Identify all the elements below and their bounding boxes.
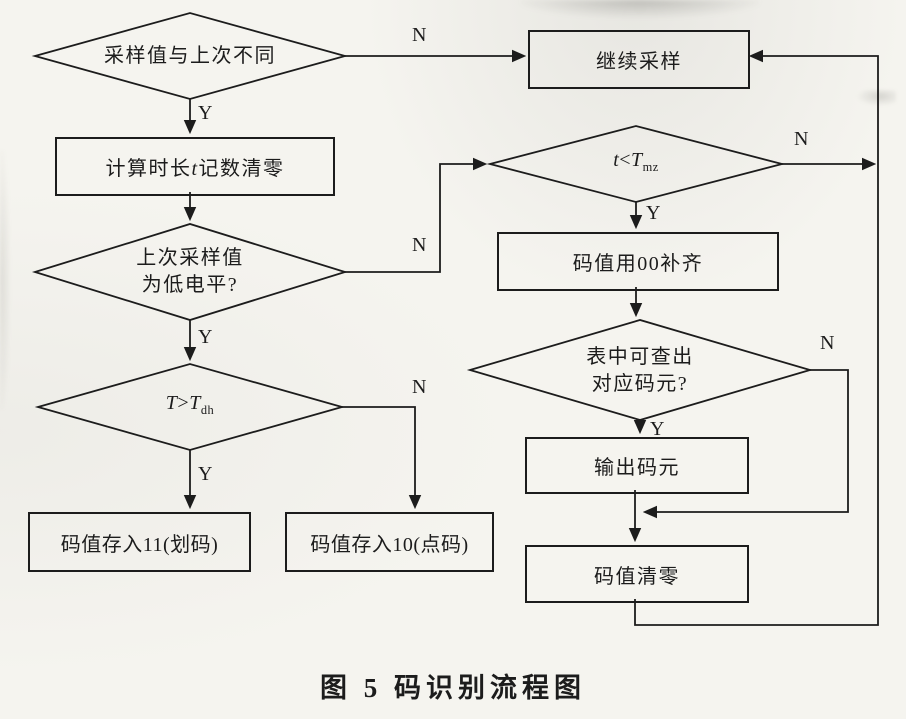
- edge-clear-loop-to-continue: [634, 49, 879, 626]
- decision-t-greater-tdh-text: T>Tdh: [166, 390, 214, 424]
- process-continue-sampling: 继续采样: [528, 30, 750, 89]
- decision-sample-differs-text: 采样值与上次不同: [104, 44, 276, 67]
- decision-t-less-tmz-label: t<Tmz: [520, 149, 752, 179]
- edge-label-n-last-sample: N: [412, 234, 427, 256]
- process-clear-code: 码值清零: [525, 545, 749, 603]
- edge-last-sample-no-to-tmz: [345, 157, 488, 273]
- tdh-var-T1: T: [165, 392, 178, 414]
- tdh-var-T2: T: [189, 392, 201, 414]
- decision-table-lookup-label: 表中可查出 对应码元?: [520, 343, 760, 398]
- edge-label-y-tdh: Y: [198, 463, 213, 485]
- process-output-symbol-label: 输出码元: [594, 457, 680, 479]
- edge-label-n-tmz: N: [794, 128, 809, 150]
- decision-t-greater-tdh-label: T>Tdh: [80, 392, 300, 422]
- edge-label-n-tdh: N: [412, 376, 427, 398]
- process-store-10-dot: 码值存入10(点码): [285, 512, 494, 572]
- process-calc-duration-label: 计算时长t记数清零: [105, 152, 284, 181]
- process-pad-with-00: 码值用00补齐: [497, 232, 779, 291]
- edge-tdh-no-to-store-dot: [342, 406, 422, 510]
- process-calc-duration: 计算时长t记数清零: [55, 137, 335, 196]
- decision-sample-differs-label: 采样值与上次不同: [50, 41, 330, 71]
- calc-label-post: 记数清零: [198, 158, 285, 180]
- decision-table-lookup-line1: 表中可查出: [586, 345, 694, 368]
- process-store-11-dash-label: 码值存入11(划码): [60, 533, 219, 556]
- decision-last-sample-low-line2: 为低电平?: [141, 274, 239, 296]
- edge-label-y-last-sample: Y: [198, 326, 213, 348]
- calc-label-var-t: t: [191, 158, 199, 180]
- tmz-subscript: mz: [642, 160, 659, 174]
- edge-table-no-to-clear-join: [642, 369, 849, 519]
- calc-label-pre: 计算时长: [105, 158, 192, 180]
- process-pad-with-00-label: 码值用00补齐: [572, 253, 704, 275]
- edge-label-y-sample-differs: Y: [198, 102, 213, 124]
- decision-last-sample-low-line1: 上次采样值: [136, 247, 244, 269]
- tmz-operator: <: [619, 149, 632, 171]
- edge-label-y-table-lookup: Y: [650, 418, 665, 440]
- decision-t-less-tmz-text: t<Tmz: [613, 147, 659, 181]
- process-continue-sampling-label: 继续采样: [596, 51, 682, 73]
- decision-last-sample-low-label: 上次采样值 为低电平?: [80, 244, 300, 300]
- process-clear-code-label: 码值清零: [594, 565, 680, 588]
- process-output-symbol: 输出码元: [525, 437, 749, 494]
- edge-label-n-sample-differs: N: [412, 24, 427, 46]
- tmz-var-t: t: [613, 149, 620, 171]
- edge-label-y-tmz: Y: [646, 202, 661, 224]
- process-store-10-dot-label: 码值存入10(点码): [310, 533, 469, 556]
- tdh-subscript: dh: [200, 403, 215, 417]
- edge-label-n-table-lookup: N: [820, 332, 835, 354]
- process-store-11-dash: 码值存入11(划码): [28, 512, 251, 572]
- figure-caption: 图 5 码识别流程图: [320, 673, 586, 703]
- decision-table-lookup-line2: 对应码元?: [591, 372, 689, 395]
- tmz-var-T: T: [631, 149, 643, 171]
- tdh-operator: >: [177, 392, 190, 414]
